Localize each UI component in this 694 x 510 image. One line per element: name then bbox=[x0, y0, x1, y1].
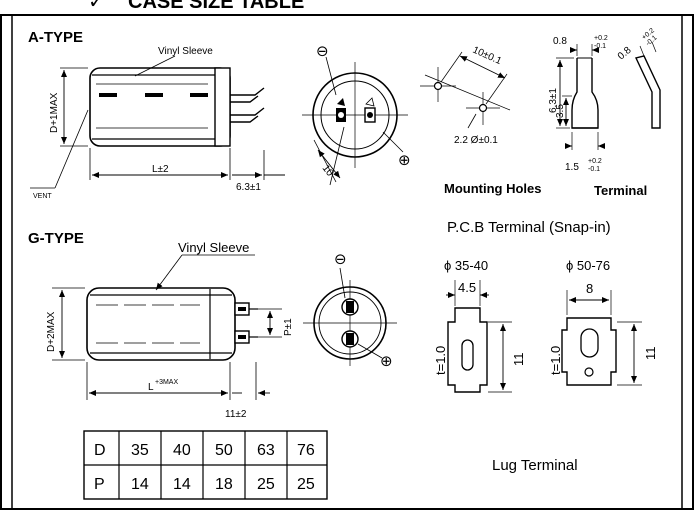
g-length-base-label: L bbox=[148, 382, 154, 393]
terminal-width-label: 0.8 bbox=[553, 36, 567, 47]
pcb-small-height-label: 11 bbox=[511, 353, 526, 367]
pcb-terminal-title: P.C.B Terminal (Snap-in) bbox=[447, 219, 611, 236]
page-title: CASE SIZE TABLE bbox=[128, 0, 304, 13]
table-cell: 76 bbox=[297, 442, 315, 459]
pcb-large-range-label: ϕ 50-76 bbox=[566, 258, 610, 273]
g-type-side-view bbox=[52, 254, 282, 400]
terminal-base-tol-minus: -0.1 bbox=[588, 166, 600, 173]
size-table bbox=[83, 430, 328, 500]
g-positive-icon: ⊕ bbox=[380, 353, 393, 370]
g-pitch-label: P±1 bbox=[283, 318, 294, 336]
g-diameter-label: D+2MAX bbox=[46, 311, 57, 352]
pcb-large-width-label: 8 bbox=[586, 281, 593, 296]
mounting-holes-caption: Mounting Holes bbox=[444, 181, 542, 196]
g-vinyl-sleeve-label: Vinyl Sleeve bbox=[178, 240, 249, 255]
pcb-small-lug-drawing bbox=[446, 280, 512, 393]
pcb-large-lug-drawing bbox=[561, 290, 642, 386]
terminal-height-label: 6.3±1 bbox=[548, 88, 559, 113]
a-type-heading: A-TYPE bbox=[28, 29, 83, 46]
terminal-drawing bbox=[556, 41, 661, 150]
a-diameter-label: D+1MAX bbox=[49, 92, 60, 133]
mounting-hole-label: 2.2 Ø±0.1 bbox=[454, 135, 498, 146]
terminal-caption: Terminal bbox=[594, 183, 647, 198]
table-cell: 50 bbox=[215, 442, 233, 459]
terminal-base-label: 1.5 bbox=[565, 162, 579, 173]
table-cell: 14 bbox=[131, 476, 149, 493]
terminal-base-tol-plus: +0.2 bbox=[588, 158, 602, 165]
g-lead-label: 11±2 bbox=[225, 409, 247, 420]
g-type-heading: G-TYPE bbox=[28, 230, 84, 247]
terminal-width-tol-plus: +0.2 bbox=[594, 35, 608, 42]
table-cell: 25 bbox=[297, 476, 315, 493]
table-row-label: D bbox=[94, 442, 106, 459]
a-negative-icon: ⊖ bbox=[316, 43, 329, 60]
g-negative-icon: ⊖ bbox=[334, 251, 347, 268]
table-cell: 40 bbox=[173, 442, 191, 459]
table-cell: 63 bbox=[257, 442, 275, 459]
terminal-inner-label: 3.5 bbox=[555, 104, 566, 118]
table-row-label: P bbox=[94, 476, 105, 493]
a-vent-label: VENT bbox=[33, 193, 52, 200]
pcb-small-width-label: 4.5 bbox=[458, 280, 476, 295]
terminal-width-tol-minus: -0.1 bbox=[594, 43, 606, 50]
a-type-end-view bbox=[302, 56, 408, 186]
a-type-side-view bbox=[30, 55, 285, 189]
lug-terminal-caption: Lug Terminal bbox=[492, 457, 578, 474]
outer-border bbox=[0, 14, 694, 510]
a-length-label: L±2 bbox=[152, 164, 169, 175]
a-vinyl-sleeve-label: Vinyl Sleeve bbox=[158, 46, 213, 57]
pcb-small-thickness-label: t=1.0 bbox=[433, 346, 448, 375]
mounting-holes-drawing bbox=[420, 51, 511, 129]
table-cell: 14 bbox=[173, 476, 191, 493]
table-cell: 35 bbox=[131, 442, 149, 459]
a-lead-label: 6.3±1 bbox=[236, 182, 261, 193]
pcb-large-thickness-label: t=1.0 bbox=[548, 346, 563, 375]
pcb-large-height-label: 11 bbox=[643, 347, 658, 361]
table-cell: 25 bbox=[257, 476, 275, 493]
g-length-tol-label: +3MAX bbox=[155, 379, 178, 386]
terminal-bent-width-label: 0.8 bbox=[616, 45, 634, 63]
a-positive-icon: ⊕ bbox=[398, 152, 411, 169]
g-type-end-view bbox=[303, 267, 397, 366]
pcb-small-range-label: ϕ 35-40 bbox=[444, 258, 488, 273]
table-cell: 18 bbox=[215, 476, 233, 493]
title-bullet-icon: ✓ bbox=[88, 0, 105, 13]
